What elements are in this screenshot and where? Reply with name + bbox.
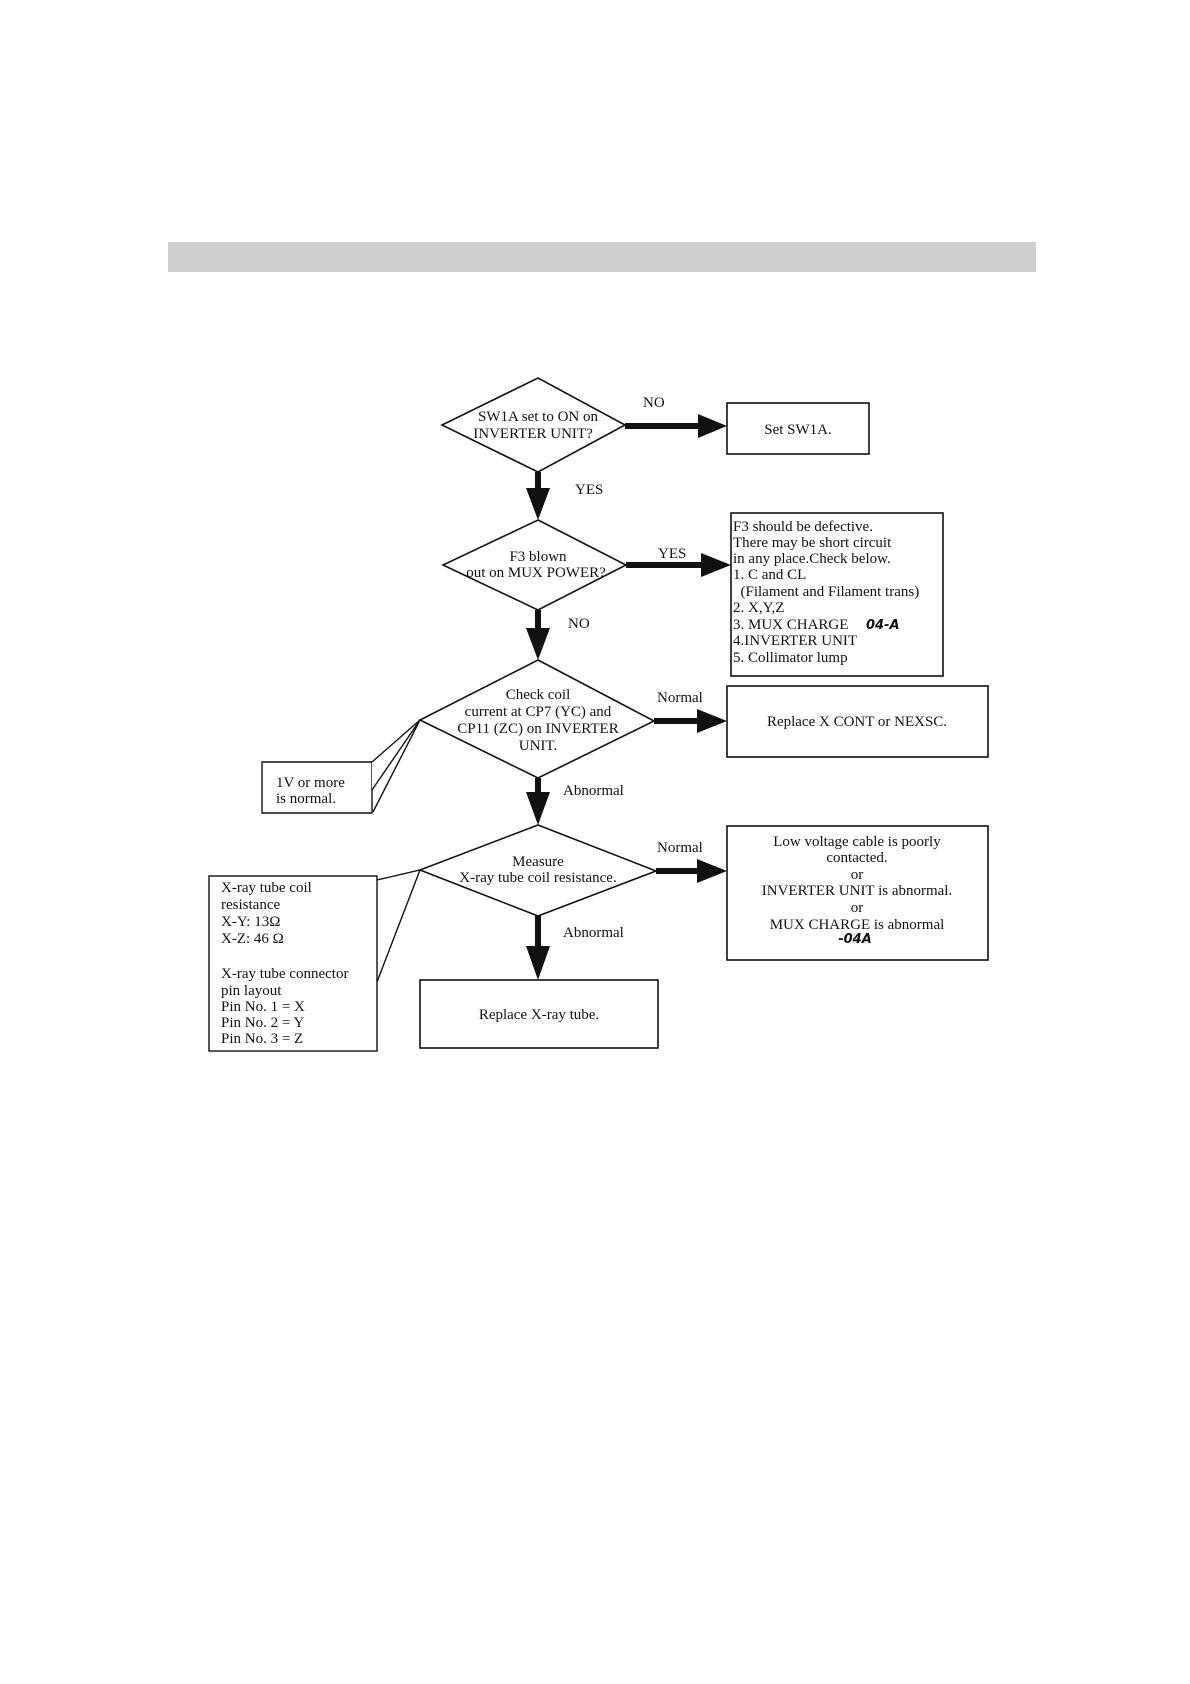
note-res-line-9: Pin No. 2 = Y	[221, 1015, 304, 1031]
decision-f3-line-2: out on MUX POWER?	[466, 565, 606, 581]
label-d4-abnormal: Abnormal	[563, 925, 624, 941]
arrow-d4-normal	[656, 859, 727, 883]
decision-check-coil: Check coil current at CP7 (YC) and CP11 …	[418, 659, 656, 779]
decision-coil-line-2: current at CP7 (YC) and	[465, 704, 612, 720]
f3-line-1: F3 should be defective.	[733, 519, 873, 535]
arrow-d4-abnormal	[526, 916, 550, 980]
note-res-line-10: Pin No. 3 = Z	[221, 1031, 303, 1047]
connectors	[526, 414, 731, 980]
lowv-line-3: or	[851, 867, 864, 883]
header-bar	[168, 242, 1036, 272]
action-set-sw1a: Set SW1A.	[726, 402, 870, 455]
lowv-line-1: Low voltage cable is poorly	[773, 834, 941, 850]
arrow-d2-yes	[626, 553, 731, 577]
decision-coil-line-3: CP11 (ZC) on INVERTER	[457, 721, 618, 737]
f3-line-8: 4.INVERTER UNIT	[733, 633, 857, 649]
label-d3-normal: Normal	[657, 690, 703, 706]
f3-line-9: 5. Collimator lump	[733, 650, 848, 666]
decision-measure-line-2: X-ray tube coil resistance.	[459, 870, 616, 886]
decision-sw1a-line-2: INVERTER UNIT?	[473, 426, 593, 442]
label-d2-no: NO	[568, 616, 590, 632]
decision-measure-resistance: Measure X-ray tube coil resistance.	[417, 824, 659, 917]
note-res-line-7: pin layout	[221, 983, 282, 999]
f3-handwritten-note: 04-A	[866, 618, 900, 633]
note-res-line-6: X-ray tube connector	[221, 966, 348, 982]
decision-sw1a: SW1A set to ON on INVERTER UNIT?	[440, 377, 627, 473]
decision-f3-blown: F3 blown out on MUX POWER?	[441, 519, 628, 611]
f3-line-6: 2. X,Y,Z	[733, 600, 784, 616]
action-replace-tube: Replace X-ray tube.	[419, 979, 659, 1049]
note-res-line-3: X-Y: 13Ω	[221, 914, 280, 930]
note-res-line-1: X-ray tube coil	[221, 880, 312, 896]
arrow-d2-no	[526, 610, 550, 660]
arrow-d3-normal	[654, 709, 727, 733]
lowv-handwritten-note: -04A	[838, 932, 872, 947]
action-f3-defective: F3 should be defective. There may be sho…	[730, 512, 944, 677]
f3-line-7: 3. MUX CHARGE	[733, 617, 848, 633]
lowv-line-2: contacted.	[826, 850, 887, 866]
note-res-line-8: Pin No. 1 = X	[221, 999, 305, 1015]
decision-f3-line-1: F3 blown	[509, 549, 567, 565]
lowv-line-4: INVERTER UNIT is abnormal.	[762, 883, 952, 899]
decision-coil-line-1: Check coil	[506, 687, 571, 703]
arrow-d1-yes	[526, 472, 550, 520]
lowv-line-6: MUX CHARGE is abnormal	[770, 917, 945, 933]
label-d4-normal: Normal	[657, 840, 703, 856]
f3-line-2: There may be short circuit	[733, 535, 892, 551]
lowv-line-5: or	[851, 900, 864, 916]
arrow-d3-abnormal	[526, 778, 550, 825]
note-res-line-2: resistance	[221, 897, 280, 913]
decision-measure-line-1: Measure	[512, 854, 564, 870]
f3-line-3: in any place.Check below.	[733, 551, 891, 567]
action-replace-tube-text: Replace X-ray tube.	[479, 1007, 599, 1023]
f3-line-4: 1. C and CL	[733, 567, 806, 583]
f3-line-5: (Filament and Filament trans)	[733, 584, 919, 600]
label-d3-abnormal: Abnormal	[563, 783, 624, 799]
action-set-sw1a-text: Set SW1A.	[764, 422, 832, 438]
label-d2-yes: YES	[658, 546, 686, 562]
label-d1-no: NO	[643, 395, 665, 411]
note-coil-line-1: 1V or more	[276, 775, 345, 791]
action-replace-xcont-text: Replace X CONT or NEXSC.	[767, 714, 947, 730]
note-coil-resistance: X-ray tube coil resistance X-Y: 13Ω X-Z:…	[208, 869, 422, 1052]
decision-sw1a-line-1: SW1A set to ON on	[478, 409, 599, 425]
label-d1-yes: YES	[575, 482, 603, 498]
arrow-d1-no	[625, 414, 727, 438]
decision-coil-line-4: UNIT.	[519, 738, 557, 754]
note-coil-current: 1V or more is normal.	[261, 719, 421, 814]
action-low-voltage: Low voltage cable is poorly contacted. o…	[726, 825, 989, 961]
action-replace-xcont: Replace X CONT or NEXSC.	[726, 685, 989, 758]
note-coil-line-2: is normal.	[276, 791, 336, 807]
note-res-line-4: X-Z: 46 Ω	[221, 931, 284, 947]
